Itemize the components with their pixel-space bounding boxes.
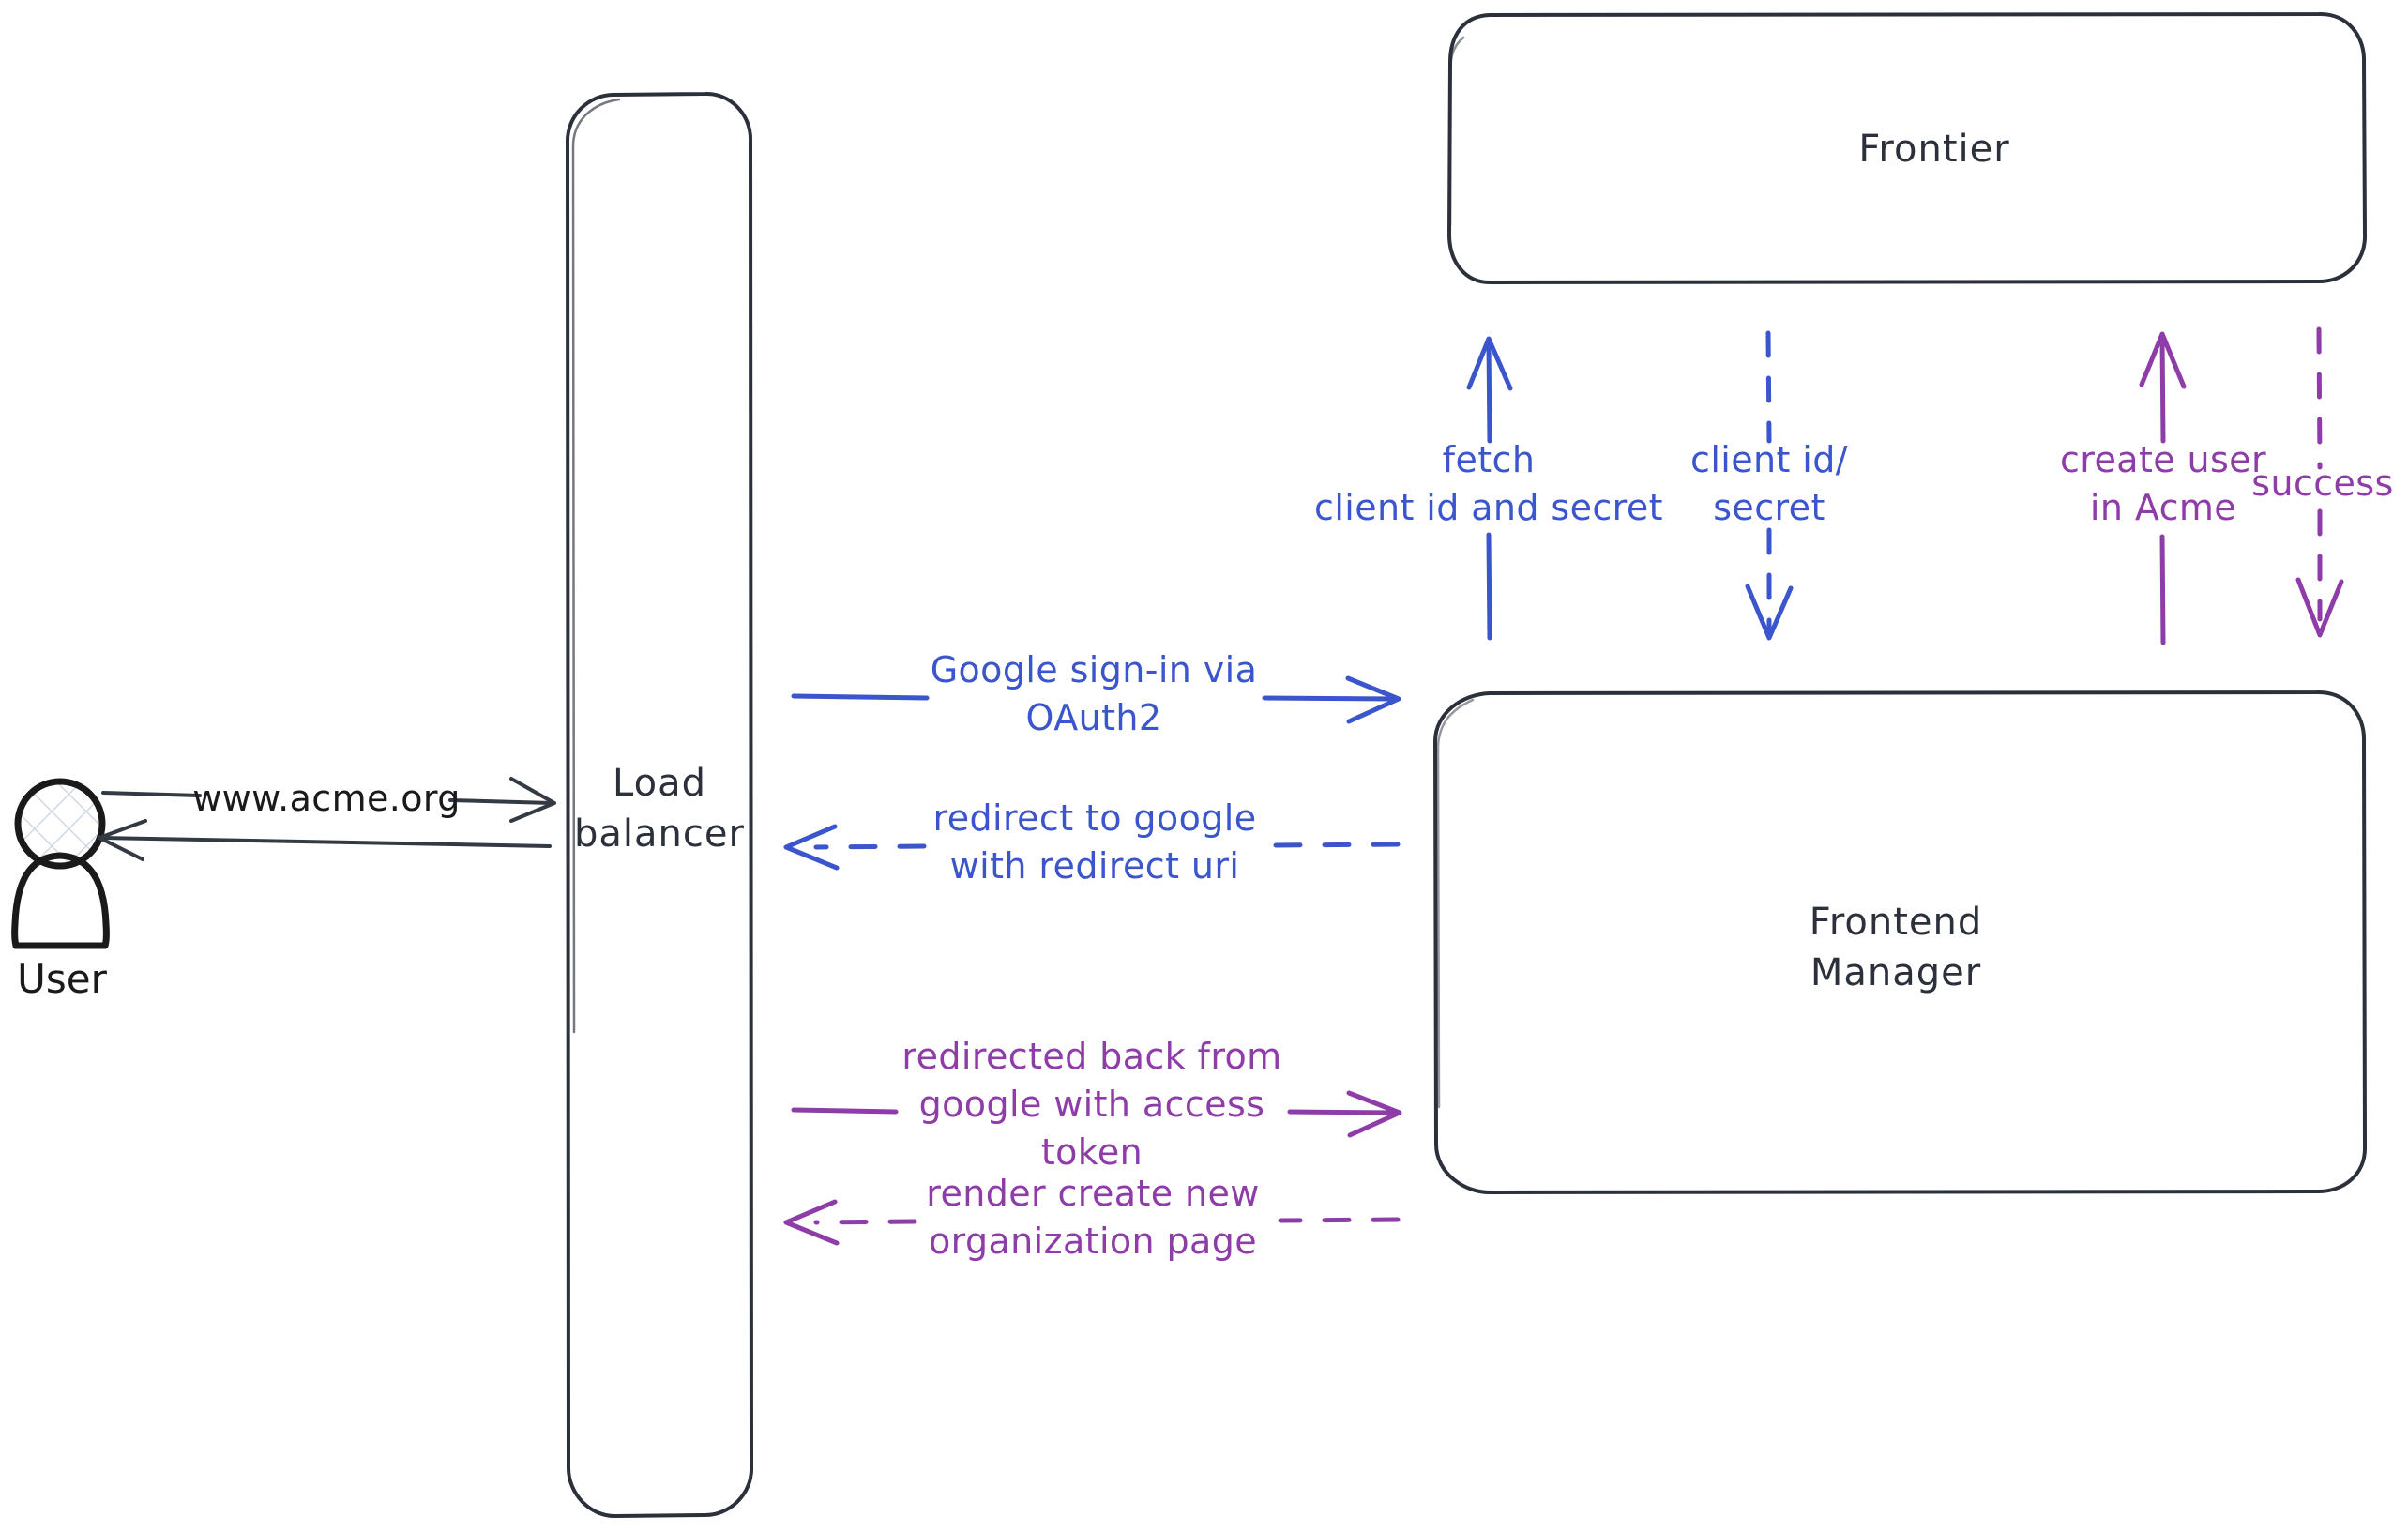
edge-create-user-in-acme-arrowhead <box>2139 331 2187 389</box>
node-load-balancer-label-line1: Load <box>613 762 706 805</box>
edge-google-signin-line-right <box>1262 695 1399 702</box>
edge-lb-to-user-line <box>101 836 552 848</box>
edge-google-signin-line-left <box>791 693 930 701</box>
edge-redirect-to-google: redirect to google with redirect uri <box>783 797 1401 887</box>
edge-client-id-secret-response-label-line2: secret <box>1713 487 1825 528</box>
node-frontier-shape[interactable] <box>1447 11 2368 285</box>
edge-user-to-lb-arrowhead <box>509 777 556 823</box>
node-frontier-sketch-accent <box>1448 36 1465 227</box>
edge-redirect-to-google-label-line2: with redirect uri <box>950 845 1240 887</box>
edge-create-user-in-acme-label-line2: in Acme <box>2090 487 2236 528</box>
actor-user-label: User <box>17 956 107 1002</box>
edge-success-response-label: success <box>2251 463 2393 504</box>
edge-render-create-org-line-right <box>1278 1217 1401 1223</box>
edge-create-user-in-acme: create user in Acme <box>2060 331 2266 645</box>
edge-render-create-org-arrowhead <box>783 1199 840 1246</box>
user-head-icon <box>14 778 106 870</box>
node-frontend-manager-sketch-accent <box>1436 698 1475 1109</box>
edge-success-response-line-upper <box>2316 326 2323 470</box>
edge-user-to-lb-label: www.acme.org <box>192 778 461 819</box>
edge-redirect-to-google-line-left <box>813 843 927 850</box>
edge-create-user-in-acme-line-lower <box>2159 534 2166 645</box>
edge-redirect-to-google-arrowhead <box>783 824 840 871</box>
node-load-balancer-label-line2: balancer <box>574 812 745 856</box>
edge-success-response-arrowhead <box>2295 577 2344 638</box>
edge-redirected-back-line-right <box>1287 1109 1401 1115</box>
edge-redirected-back-arrowhead <box>1346 1090 1402 1138</box>
actor-user: User <box>11 778 110 1002</box>
node-load-balancer-shape[interactable] <box>565 91 754 1519</box>
edge-fetch-client-id-secret-label-line1: fetch <box>1443 439 1536 480</box>
edge-fetch-client-id-secret-arrowhead <box>1466 336 1513 391</box>
node-frontend-manager[interactable]: Frontend Manager <box>1433 690 2368 1195</box>
node-frontend-manager-label-line1: Frontend <box>1810 901 1983 944</box>
edge-google-signin: Google sign-in via OAuth2 <box>791 649 1401 738</box>
edge-render-create-org-label-line1: render create new <box>926 1173 1260 1214</box>
edge-google-signin-label-line1: Google sign-in via <box>931 649 1258 690</box>
edge-google-signin-label-line2: OAuth2 <box>1026 697 1162 738</box>
edge-google-signin-arrowhead <box>1345 675 1401 724</box>
node-frontend-manager-label-line2: Manager <box>1810 951 1981 994</box>
edge-redirect-to-google-line-right <box>1268 842 1401 848</box>
edge-render-create-org-line-left <box>813 1219 917 1225</box>
edge-redirected-back-label-line1: redirected back from <box>901 1036 1281 1077</box>
edge-success-response: success <box>2251 326 2393 638</box>
edge-user-to-lb: www.acme.org <box>101 777 556 823</box>
edge-lb-to-user <box>98 819 552 861</box>
edge-client-id-secret-response-arrowhead <box>1745 584 1794 641</box>
edge-lb-to-user-arrowhead <box>98 819 147 861</box>
edge-render-create-org-label-line2: organization page <box>929 1221 1257 1262</box>
node-load-balancer-sketch-accent <box>571 98 621 1034</box>
edge-client-id-secret-response-line-upper <box>1765 330 1772 444</box>
edge-redirected-back-line-left <box>791 1107 899 1115</box>
node-frontier-label: Frontier <box>1858 128 2009 171</box>
node-load-balancer[interactable]: Load balancer <box>565 91 754 1519</box>
edge-redirected-back-label-line2: google with access <box>919 1084 1265 1125</box>
edge-create-user-in-acme-line-upper <box>2159 335 2166 444</box>
edge-client-id-secret-response: client id/ secret <box>1690 330 1848 641</box>
edge-user-to-lb-line-right <box>448 798 553 805</box>
edge-render-create-org: render create new organization page <box>783 1173 1401 1262</box>
edge-fetch-client-id-secret-line-lower <box>1486 532 1492 641</box>
edge-fetch-client-id-secret: fetch client id and secret <box>1314 336 1663 641</box>
edge-fetch-client-id-secret-label-line2: client id and secret <box>1314 487 1663 528</box>
edge-client-id-secret-response-label-line1: client id/ <box>1690 439 1848 480</box>
user-body-icon <box>11 852 110 949</box>
edge-create-user-in-acme-label-line1: create user <box>2060 439 2266 480</box>
edge-user-to-lb-line-left <box>101 791 202 797</box>
edge-redirected-back-label-line3: token <box>1041 1131 1143 1173</box>
edge-redirect-to-google-label-line1: redirect to google <box>933 797 1257 839</box>
edge-fetch-client-id-secret-line-upper <box>1486 340 1492 444</box>
node-frontend-manager-shape[interactable] <box>1433 690 2368 1195</box>
edge-redirected-back: redirected back from google with access … <box>791 1036 1402 1173</box>
node-frontier[interactable]: Frontier <box>1447 11 2368 285</box>
